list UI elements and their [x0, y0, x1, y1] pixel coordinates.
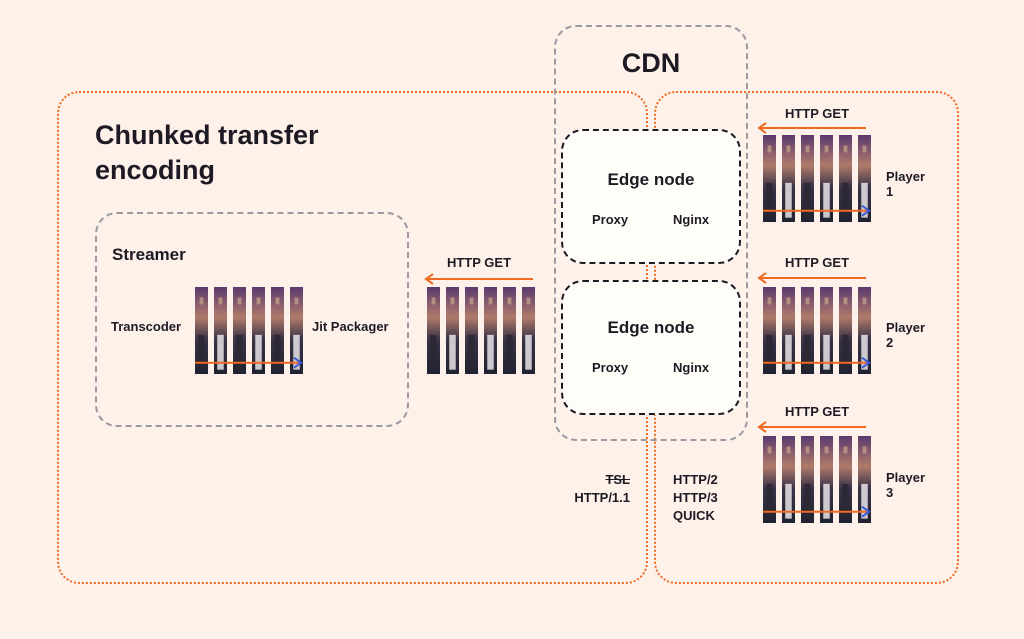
player-1-label: Player 1: [886, 169, 925, 199]
arrow-left-icon: [424, 272, 534, 286]
protocol-tsl-struck: TSL: [605, 472, 630, 487]
player-2-label-line2: 2: [886, 335, 894, 350]
edge-node-2-title: Edge node: [607, 318, 695, 337]
cdn-title: CDN: [621, 48, 681, 78]
player-3-http-get-label: HTTP GET: [784, 404, 850, 419]
video-frame-strip-icon: [763, 135, 871, 222]
player-3-label-line2: 3: [886, 485, 894, 500]
jit-packager-label: Jit Packager: [312, 319, 389, 334]
edge-node-1-proxy: Proxy: [592, 212, 629, 227]
protocol-http3: HTTP/3: [673, 490, 718, 505]
player-1-label-line1: Player: [886, 169, 926, 184]
streamer-group: [95, 212, 409, 427]
arrow-left-icon: [757, 121, 867, 135]
protocol-right: HTTP/2 HTTP/3 QUICK: [673, 471, 718, 525]
edge-node-1-nginx: Nginx: [673, 212, 710, 227]
edge-node-2-proxy: Proxy: [592, 360, 629, 375]
video-frame-strip-icon: [763, 436, 871, 523]
player-3-label: Player 3: [886, 470, 925, 500]
player-2-label: Player 2: [886, 320, 925, 350]
edge-node-2-nginx: Nginx: [673, 360, 710, 375]
streamer-title: Streamer: [112, 245, 186, 264]
player-2-http-get-label: HTTP GET: [784, 255, 850, 270]
arrow-left-icon: [757, 271, 867, 285]
protocol-http2: HTTP/2: [673, 472, 718, 487]
edge-node-1-title: Edge node: [607, 170, 695, 189]
streamer-http-get-label: HTTP GET: [446, 255, 512, 270]
video-frame-strip-icon: [427, 287, 535, 374]
video-frame-strip-icon: [195, 287, 303, 374]
player-1-http-get-label: HTTP GET: [784, 106, 850, 121]
main-title: Chunked transfer encoding: [95, 120, 319, 185]
video-frame-strip-icon: [763, 287, 871, 374]
cdn-group: [554, 25, 748, 441]
protocol-quick: QUICK: [673, 508, 715, 523]
protocol-left: TSL HTTP/1.1: [560, 471, 630, 507]
arrow-left-icon: [757, 420, 867, 434]
edge-node-1: [561, 129, 741, 264]
edge-node-2: [561, 280, 741, 415]
player-3-label-line1: Player: [886, 470, 926, 485]
player-2-label-line1: Player: [886, 320, 926, 335]
transcoder-label: Transcoder: [111, 319, 182, 334]
protocol-http11: HTTP/1.1: [574, 490, 630, 505]
player-1-label-line2: 1: [886, 184, 894, 199]
